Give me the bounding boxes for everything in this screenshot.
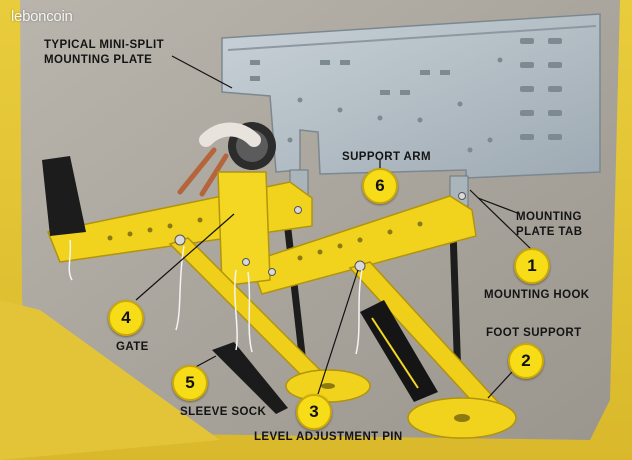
label-support-arm: SUPPORT ARM	[342, 151, 431, 163]
callout-2: 2	[508, 343, 544, 379]
copper-pipe	[177, 147, 217, 195]
gate-bar	[217, 171, 271, 287]
label-foot-support: FOOT SUPPORT	[486, 327, 582, 339]
insulated-pipes	[199, 122, 261, 147]
floor-wedge	[0, 300, 220, 460]
brand-strap	[360, 300, 438, 402]
label-level-adjustment-pin: LEVEL ADJUSTMENT PIN	[254, 431, 403, 443]
end-cap	[42, 156, 86, 236]
watermark-logo: leboncoin	[11, 8, 73, 25]
white-strings	[68, 239, 363, 355]
mounting-plate-holes	[250, 38, 562, 153]
sleeve-sock	[212, 342, 288, 414]
support-arm-right	[249, 195, 477, 295]
mounting-plate	[221, 13, 601, 179]
callout-4: 4	[108, 300, 144, 336]
label-mounting-plate-tab: MOUNTING PLATE TAB	[516, 211, 583, 238]
label-mounting-hook: MOUNTING HOOK	[484, 289, 590, 301]
callout-3: 3	[296, 394, 332, 430]
pivot-pins	[174, 192, 466, 276]
mounting-plate-rib	[227, 25, 597, 51]
callout-1: 1	[514, 248, 550, 284]
callout-5: 5	[172, 365, 208, 401]
label-mounting-plate: TYPICAL MINI-SPLIT MOUNTING PLATE	[44, 39, 165, 66]
callout-6: 6	[362, 168, 398, 204]
label-sleeve-sock: SLEEVE SOCK	[180, 406, 267, 418]
label-gate: GATE	[116, 341, 149, 353]
